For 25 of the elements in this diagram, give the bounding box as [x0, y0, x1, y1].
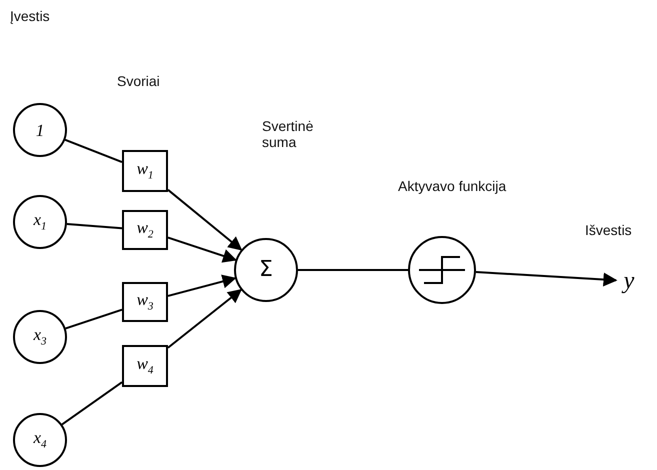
input-circle: x$_{3}$	[13, 310, 67, 364]
sum-circle: Σ	[234, 238, 298, 302]
weight-box: w$_{4}$	[122, 345, 168, 387]
arrow	[168, 274, 236, 297]
connector-line	[64, 138, 122, 163]
connector-line	[66, 223, 122, 230]
caption-text: Išvestis	[585, 222, 632, 238]
input-circle: 1	[13, 103, 67, 157]
input-circle: x$_{4}$	[13, 413, 67, 467]
output-label: y	[620, 269, 638, 293]
arrow	[168, 236, 237, 263]
arrow	[476, 271, 618, 286]
weight-box: w$_{3}$	[122, 282, 168, 322]
connector-line	[298, 269, 408, 271]
caption-text: Įvestis	[10, 8, 50, 24]
arrow	[167, 289, 242, 349]
weight-box: w$_{2}$	[122, 210, 168, 250]
weight-box: w$_{1}$	[122, 150, 168, 192]
connector-line	[65, 308, 122, 330]
caption-text: Aktyvavo funkcija	[398, 178, 506, 194]
input-circle: x$_{1}$	[13, 195, 67, 249]
connector-line	[62, 381, 123, 426]
caption-text: Svoriai	[117, 73, 160, 89]
caption-text: Svertinė suma	[262, 118, 314, 150]
arrow	[167, 189, 242, 251]
